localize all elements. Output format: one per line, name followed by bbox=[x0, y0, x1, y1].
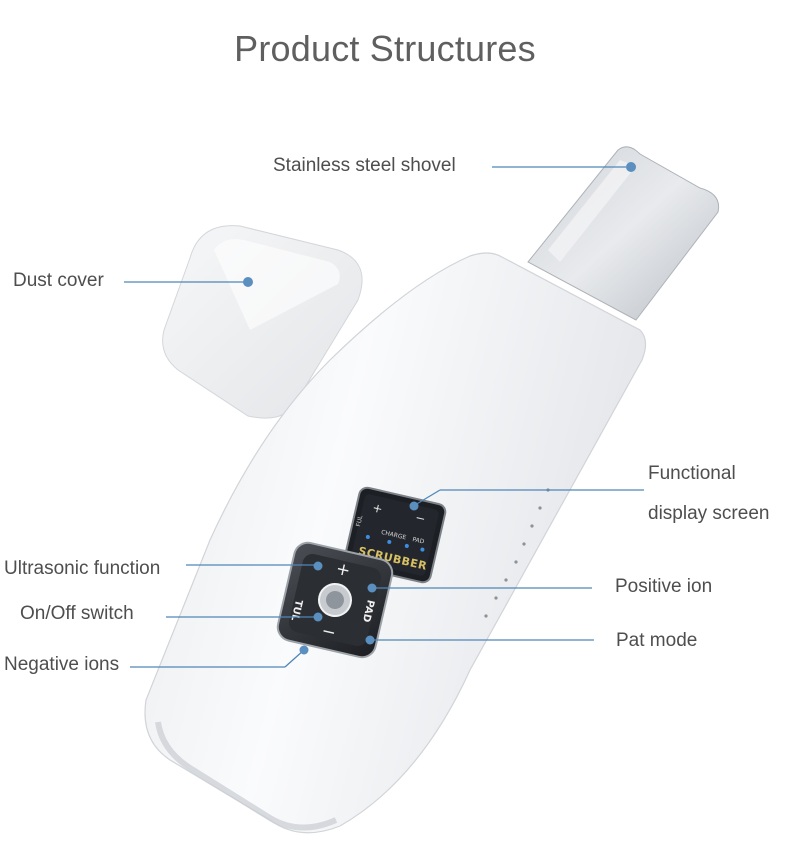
button-right-text: PAD bbox=[360, 599, 376, 623]
dot-display bbox=[409, 501, 419, 511]
label-dust-cover: Dust cover bbox=[13, 270, 104, 291]
dot-shovel bbox=[626, 162, 636, 172]
screen-ful-text: FUL bbox=[355, 514, 364, 527]
label-ultrasonic: Ultrasonic function bbox=[4, 558, 161, 579]
screen-pad-text: PAD bbox=[412, 536, 426, 546]
dot-ultrasonic bbox=[313, 561, 323, 571]
dot-dust-cover bbox=[243, 277, 253, 287]
label-shovel: Stainless steel shovel bbox=[273, 155, 456, 176]
screen-plus-text: + bbox=[371, 500, 384, 516]
label-display-line1: Functional bbox=[648, 463, 736, 484]
dot-negative bbox=[299, 645, 309, 655]
button-minus-text: − bbox=[319, 621, 337, 644]
control-pad: + − TUL PAD bbox=[276, 541, 394, 659]
label-pat: Pat mode bbox=[616, 630, 698, 651]
dot-pat bbox=[365, 635, 375, 645]
label-negative: Negative ions bbox=[4, 654, 120, 675]
screen-minus-text: − bbox=[414, 510, 427, 526]
dot-onoff bbox=[313, 612, 323, 622]
shovel-shape bbox=[527, 146, 720, 321]
dot-positive bbox=[367, 583, 377, 593]
label-positive: Positive ion bbox=[615, 576, 713, 597]
page-title: Product Structures bbox=[234, 28, 536, 69]
button-plus-text: + bbox=[334, 559, 352, 582]
dust-cover-shape bbox=[162, 225, 363, 419]
label-display-line2: display screen bbox=[648, 503, 770, 524]
label-onoff: On/Off switch bbox=[20, 603, 134, 624]
leader-display-a bbox=[414, 489, 441, 506]
